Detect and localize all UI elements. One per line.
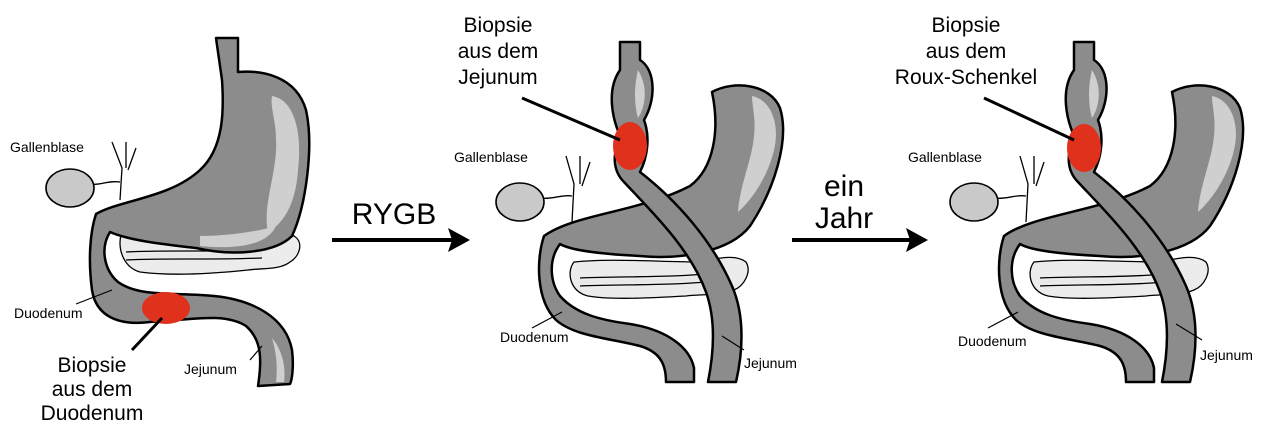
label-biopsy-line-3: Duodenum	[41, 402, 144, 425]
label-biopsy-line-3: Jejunum	[458, 66, 537, 89]
label-jejunum: Jejunum	[1200, 347, 1253, 363]
gallbladder	[950, 183, 998, 221]
label-duodenum: Duodenum	[14, 305, 83, 321]
label-jejunum: Jejunum	[744, 355, 797, 371]
panel-one-year: Gallenblase Duodenum Jejunum Biopsie aus…	[895, 14, 1253, 382]
label-gallbladder: Gallenblase	[454, 149, 528, 165]
label-gallbladder: Gallenblase	[908, 149, 982, 165]
bile-duct	[112, 142, 136, 200]
label-biopsy-line-1: Biopsie	[58, 354, 127, 377]
biopsy-leader	[522, 98, 620, 140]
label-biopsy-line-1: Biopsie	[932, 14, 1001, 37]
label-biopsy-line-1: Biopsie	[464, 14, 533, 37]
arrow-one-year: ein Jahr	[792, 170, 928, 252]
biopsy-marker-roux-limb	[1067, 124, 1101, 172]
biopsy-marker-jejunum	[613, 122, 647, 170]
label-biopsy-line-2: aus dem	[458, 40, 539, 63]
arrow-label-line-2: Jahr	[815, 202, 873, 235]
gallbladder	[46, 169, 94, 207]
label-biopsy-line-2: aus dem	[52, 378, 133, 401]
panel-before: Gallenblase Duodenum Jejunum Biopsie aus…	[10, 38, 309, 425]
arrow-rygb: RYGB	[332, 198, 470, 252]
label-biopsy-line-2: aus dem	[926, 40, 1007, 63]
arrow-label-line-1: ein	[824, 170, 864, 203]
biopsy-leader	[984, 98, 1074, 140]
label-duodenum: Duodenum	[500, 329, 569, 345]
label-biopsy-line-3: Roux-Schenkel	[895, 66, 1037, 89]
arrow-label-rygb: RYGB	[352, 198, 436, 231]
label-duodenum: Duodenum	[958, 333, 1027, 349]
panel-after-rygb: Gallenblase Duodenum Jejunum Biopsie aus…	[454, 14, 797, 382]
label-gallbladder: Gallenblase	[10, 139, 84, 155]
remnant-stomach	[999, 85, 1243, 382]
gallbladder	[496, 183, 544, 221]
biopsy-marker-duodenum	[142, 292, 190, 324]
label-jejunum: Jejunum	[184, 361, 237, 377]
remnant-stomach	[539, 85, 783, 382]
